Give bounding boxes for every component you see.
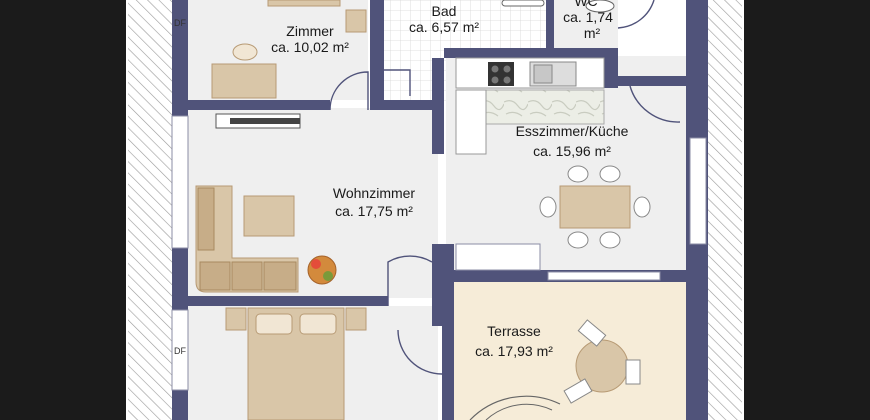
room-name-wc: WC bbox=[574, 0, 597, 9]
room-esszimmer: Esszimmer/Küche ca. 15,96 m² bbox=[516, 123, 629, 159]
room-area-terrasse: ca. 17,93 m² bbox=[475, 343, 553, 359]
df-marker-bottom: DF bbox=[174, 346, 186, 356]
terrace-furniture bbox=[469, 319, 641, 420]
windows bbox=[171, 115, 707, 391]
roof-slope-right bbox=[708, 0, 742, 420]
room-wc: WC ca. 1,74 m² bbox=[563, 0, 613, 41]
room-area-wc: ca. 1,74 bbox=[563, 9, 613, 25]
dining-table bbox=[539, 165, 651, 249]
kitchen-counter bbox=[455, 57, 605, 155]
roof-slope-left bbox=[128, 0, 174, 420]
room-bad: Bad ca. 6,57 m² bbox=[409, 3, 479, 35]
door-swings bbox=[329, 0, 681, 375]
room-area-bad: ca. 6,57 m² bbox=[409, 19, 479, 35]
room-area-wohnzimmer: ca. 17,75 m² bbox=[335, 203, 413, 219]
zimmer-furniture bbox=[211, 0, 367, 99]
df-marker-top: DF bbox=[174, 18, 186, 28]
room-area-unit-wc: m² bbox=[584, 25, 601, 41]
room-name-bad: Bad bbox=[432, 3, 457, 19]
bedroom-furniture bbox=[225, 307, 367, 420]
room-wohnzimmer: Wohnzimmer ca. 17,75 m² bbox=[333, 185, 416, 219]
room-name-zimmer: Zimmer bbox=[286, 23, 334, 39]
room-area-zimmer: ca. 10,02 m² bbox=[271, 39, 349, 55]
room-name-wohnzimmer: Wohnzimmer bbox=[333, 185, 416, 201]
room-terrasse: Terrasse ca. 17,93 m² bbox=[475, 323, 553, 359]
room-name-terrasse: Terrasse bbox=[487, 323, 541, 339]
room-zimmer: Zimmer ca. 10,02 m² bbox=[271, 23, 349, 55]
bad-furniture bbox=[501, 0, 615, 13]
living-furniture bbox=[195, 113, 337, 293]
room-name-esszimmer: Esszimmer/Küche bbox=[516, 123, 629, 139]
room-area-esszimmer: ca. 15,96 m² bbox=[533, 143, 611, 159]
